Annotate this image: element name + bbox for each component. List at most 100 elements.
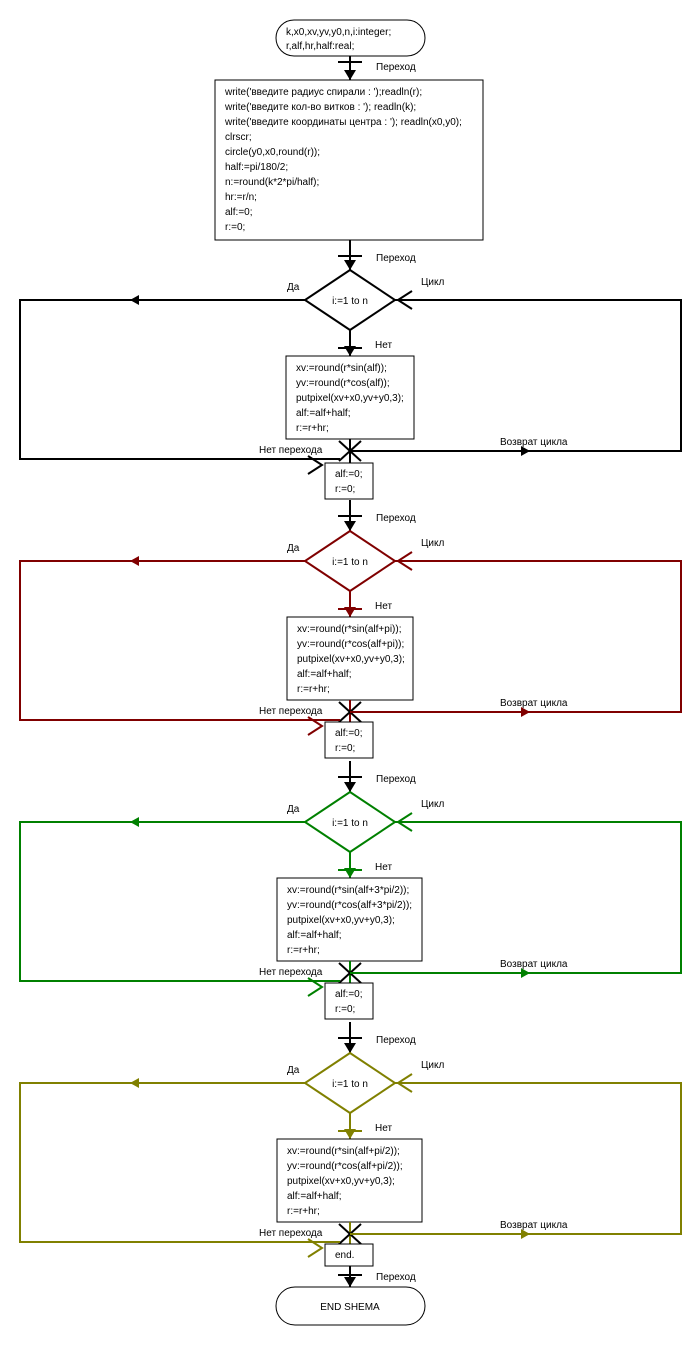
after-loop-block (324, 462, 374, 500)
no-transition-label: Нет перехода (259, 706, 323, 717)
after-loop-line: r:=0; (335, 1004, 355, 1015)
arrow-right-icon (521, 968, 530, 978)
loop-body-line: putpixel(xv+x0,yv+y0,3); (296, 393, 404, 404)
init-line: n:=round(k*2*pi/half); (225, 177, 319, 188)
arrow-right-icon (521, 707, 530, 717)
yes-entry-chevron (307, 455, 324, 475)
loop-body-block (276, 1138, 423, 1223)
after-loop-line: alf:=0; (335, 728, 363, 739)
arrow-down-icon (344, 607, 356, 617)
transition-label: Переход (376, 1272, 416, 1283)
init-line: alf:=0; (225, 207, 253, 218)
cycle-label: Цикл (421, 1060, 444, 1071)
no-label: Нет (375, 340, 392, 351)
loop-body-line: yv:=round(r*cos(alf+3*pi/2)); (287, 900, 412, 911)
arrow-right-icon (521, 1229, 530, 1239)
cycle-return-label: Возврат цикла (500, 698, 568, 709)
loop-body-line: putpixel(xv+x0,yv+y0,3); (297, 654, 405, 665)
no-label: Нет (375, 862, 392, 873)
transition-label: Переход (376, 774, 416, 785)
arrow-down-icon (344, 346, 356, 356)
yes-label: Да (287, 282, 300, 293)
init-line: write('введите кол-во витков : '); readl… (224, 102, 416, 113)
no-transition-label: Нет перехода (259, 967, 323, 978)
transition-label: Переход (376, 513, 416, 524)
after-loop-line: alf:=0; (335, 469, 363, 480)
end-terminator (275, 1286, 426, 1326)
loop-body-line: alf:=alf+half; (287, 1191, 341, 1202)
end-terminator-label: END SHEMA (320, 1302, 380, 1313)
yes-exit-line (19, 1082, 340, 1243)
yes-label: Да (287, 1065, 300, 1076)
loop-body-line: r:=r+hr; (287, 945, 320, 956)
arrow-down-icon (344, 1277, 356, 1287)
init-line: write('введите координаты центра : '); r… (224, 117, 462, 128)
transition-label: Переход (376, 1035, 416, 1046)
arrow-down-icon (344, 70, 356, 80)
arrow-left-icon (130, 295, 139, 305)
cycle-entry-chevron (396, 551, 413, 571)
declaration-line: r,alf,hr,half:real; (286, 41, 354, 52)
init-line: r:=0; (225, 222, 245, 233)
no-label: Нет (375, 601, 392, 612)
loop-body-line: xv:=round(r*sin(alf+pi)); (297, 624, 401, 635)
init-line: circle(y0,x0,round(r)); (225, 147, 320, 158)
arrow-right-icon (521, 446, 530, 456)
loop-body-block (285, 355, 415, 440)
cycle-return-label: Возврат цикла (500, 959, 568, 970)
no-label: Нет (375, 1123, 392, 1134)
init-line: clrscr; (225, 132, 252, 143)
loop-condition-text: i:=1 to n (332, 557, 368, 568)
arrow-down-icon (344, 260, 356, 270)
cycle-return-label: Возврат цикла (500, 437, 568, 448)
cycle-return-line (350, 1082, 682, 1235)
arrow-left-icon (130, 1078, 139, 1088)
loop-body-line: r:=r+hr; (297, 684, 330, 695)
cycle-entry-chevron (396, 812, 413, 832)
loop-body-line: xv:=round(r*sin(alf+pi/2)); (287, 1146, 400, 1157)
no-transition-label: Нет перехода (259, 445, 323, 456)
after-loop-line: alf:=0; (335, 989, 363, 1000)
after-loop-block (324, 982, 374, 1020)
after-loop-line: r:=0; (335, 484, 355, 495)
after-loop-line: end. (335, 1250, 354, 1261)
yes-exit-line (19, 821, 340, 982)
cycle-entry-chevron (396, 1073, 413, 1093)
init-line: half:=pi/180/2; (225, 162, 288, 173)
loop-body-line: r:=r+hr; (296, 423, 329, 434)
loop-body-line: r:=r+hr; (287, 1206, 320, 1217)
arrow-down-icon (344, 868, 356, 878)
loop-condition-text: i:=1 to n (332, 296, 368, 307)
loop-body-line: putpixel(xv+x0,yv+y0,3); (287, 915, 395, 926)
cycle-return-line (350, 821, 682, 974)
init-block (214, 79, 484, 241)
loop-body-line: xv:=round(r*sin(alf+3*pi/2)); (287, 885, 409, 896)
loop-body-line: alf:=alf+half; (287, 930, 341, 941)
loop-body-line: xv:=round(r*sin(alf)); (296, 363, 387, 374)
yes-label: Да (287, 804, 300, 815)
declaration-line: k,x0,xv,yv,y0,n,i:integer; (286, 27, 391, 38)
loop-body-line: yv:=round(r*cos(alf)); (296, 378, 390, 389)
yes-entry-chevron (307, 716, 324, 736)
after-loop-block (324, 721, 374, 759)
loop-body-line: alf:=alf+half; (296, 408, 350, 419)
yes-entry-chevron (307, 1238, 324, 1258)
cycle-entry-chevron (396, 290, 413, 310)
arrow-down-icon (344, 1043, 356, 1053)
cycle-return-line (350, 560, 682, 713)
loop-body-line: yv:=round(r*cos(alf+pi/2)); (287, 1161, 403, 1172)
loop-body-block (286, 616, 414, 701)
loop-body-line: putpixel(xv+x0,yv+y0,3); (287, 1176, 395, 1187)
loop-body-block (276, 877, 423, 962)
cycle-label: Цикл (421, 538, 444, 549)
init-line: write('введите радиус спирали : ');readl… (224, 87, 422, 98)
arrow-down-icon (344, 521, 356, 531)
arrow-down-icon (344, 1129, 356, 1139)
arrow-left-icon (130, 817, 139, 827)
cycle-return-label: Возврат цикла (500, 1220, 568, 1231)
cycle-return-line (350, 299, 682, 452)
transition-label: Переход (376, 253, 416, 264)
loop-body-line: yv:=round(r*cos(alf+pi)); (297, 639, 404, 650)
yes-entry-chevron (307, 977, 324, 997)
